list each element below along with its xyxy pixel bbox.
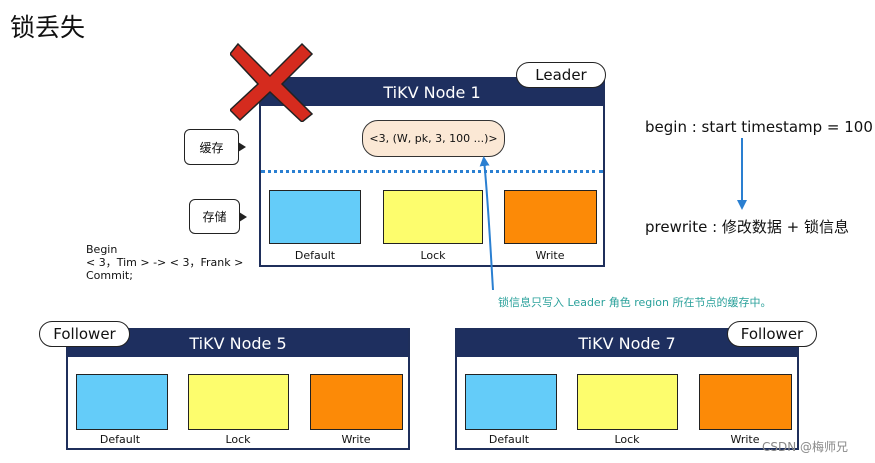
write-box bbox=[310, 374, 403, 430]
cache-entry: <3, (W, pk, 3, 100 ...)> bbox=[362, 120, 505, 157]
txn-change: < 3，Tim > -> < 3，Frank > bbox=[86, 256, 244, 269]
write-label: Write bbox=[535, 249, 565, 262]
lock-box bbox=[188, 374, 289, 430]
cache-callout: 缓存 bbox=[184, 129, 246, 165]
cache-storage-divider bbox=[261, 170, 603, 173]
write-label: Write bbox=[730, 433, 760, 446]
storage-callout: 存储 bbox=[189, 199, 247, 234]
role-badge-leader: Leader bbox=[516, 62, 606, 88]
default-box bbox=[269, 190, 361, 244]
role-badge-follower: Follower bbox=[39, 321, 130, 347]
default-label: Default bbox=[294, 249, 336, 262]
default-box bbox=[76, 374, 168, 430]
cross-icon bbox=[230, 42, 314, 122]
tikv-node-1: TiKV Node 1 <3, (W, pk, 3, 100 ...)> Def… bbox=[259, 77, 605, 267]
lock-box bbox=[577, 374, 678, 430]
write-label: Write bbox=[341, 433, 371, 446]
lock-label: Lock bbox=[225, 433, 251, 446]
annotation-text: 锁信息只写入 Leader 角色 region 所在节点的缓存中。 bbox=[498, 296, 772, 309]
default-label: Default bbox=[99, 433, 141, 446]
prewrite-text: prewrite : 修改数据 + 锁信息 bbox=[645, 218, 849, 236]
begin-text: begin : start timestamp = 100 bbox=[645, 118, 873, 136]
default-label: Default bbox=[488, 433, 530, 446]
write-box bbox=[699, 374, 792, 430]
page-title: 锁丢失 bbox=[10, 13, 86, 42]
default-box bbox=[465, 374, 557, 430]
write-box bbox=[504, 190, 597, 244]
lock-label: Lock bbox=[614, 433, 640, 446]
transaction-text: Begin < 3，Tim > -> < 3，Frank > Commit; bbox=[86, 243, 243, 282]
annotation-arrow bbox=[479, 156, 494, 291]
txn-begin: Begin bbox=[86, 243, 118, 256]
tikv-node-7: TiKV Node 7 Default Lock Write bbox=[455, 328, 799, 450]
txn-commit: Commit; bbox=[86, 269, 133, 282]
lock-label: Lock bbox=[420, 249, 446, 262]
watermark: CSDN @梅师兄 bbox=[762, 440, 849, 454]
lock-box bbox=[383, 190, 483, 244]
role-badge-follower: Follower bbox=[727, 321, 817, 347]
